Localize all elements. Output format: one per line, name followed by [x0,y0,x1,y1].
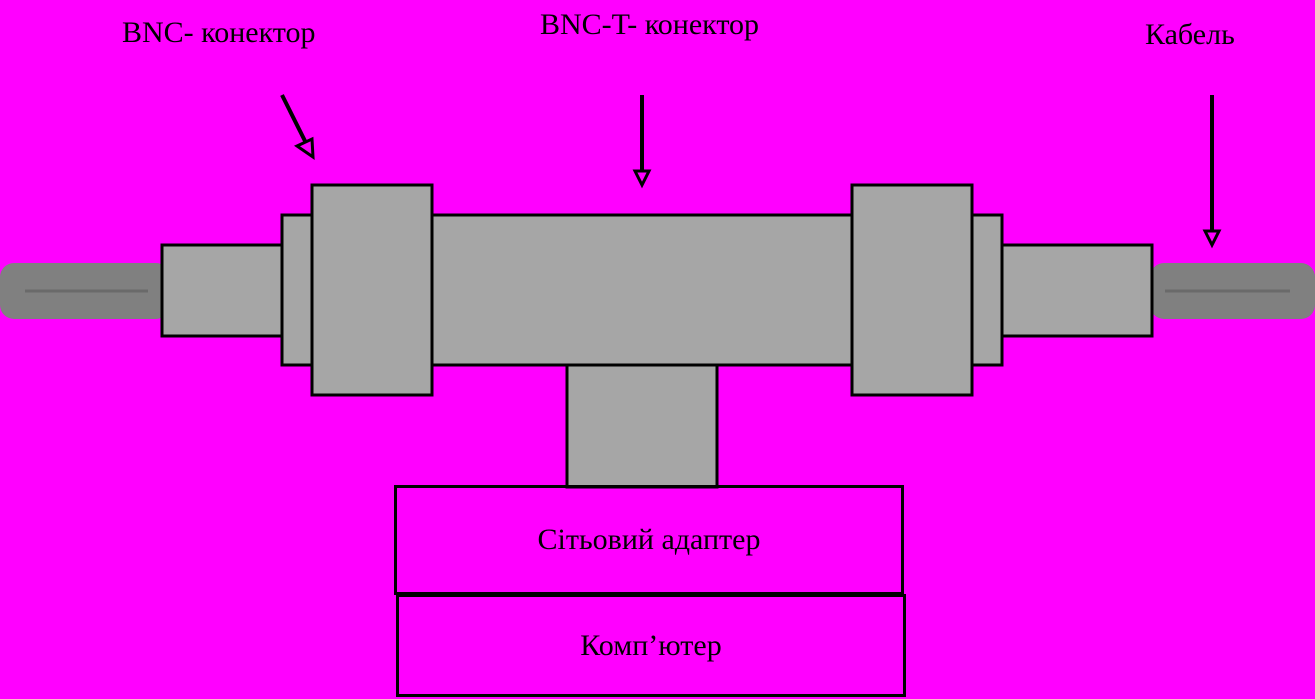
arrow-cable [1202,95,1222,249]
cable-label: Кабель [1145,18,1235,51]
bnc-connector-label: BNC- конектор [122,16,316,49]
computer-label: Комп’ютер [580,628,722,662]
right-plug-body [1000,243,1154,338]
t-connector-body [430,213,854,367]
right-plug-collar [968,213,1004,367]
right-plug-nut [850,183,974,397]
t-connector-stem [565,362,719,489]
network-adapter-label: Сітьовий адаптер [537,523,761,556]
left-plug-nut [310,183,434,397]
network-adapter-box: Сітьовий адаптер [394,485,904,595]
left-plug-body [160,243,284,338]
arrow-bnc-t-connector [632,95,652,189]
computer-box: Комп’ютер [396,594,906,697]
left-plug-collar [280,213,315,367]
arrow-bnc-connector [280,94,315,160]
bnc-t-connector-label: BNC-T- конектор [540,8,760,41]
